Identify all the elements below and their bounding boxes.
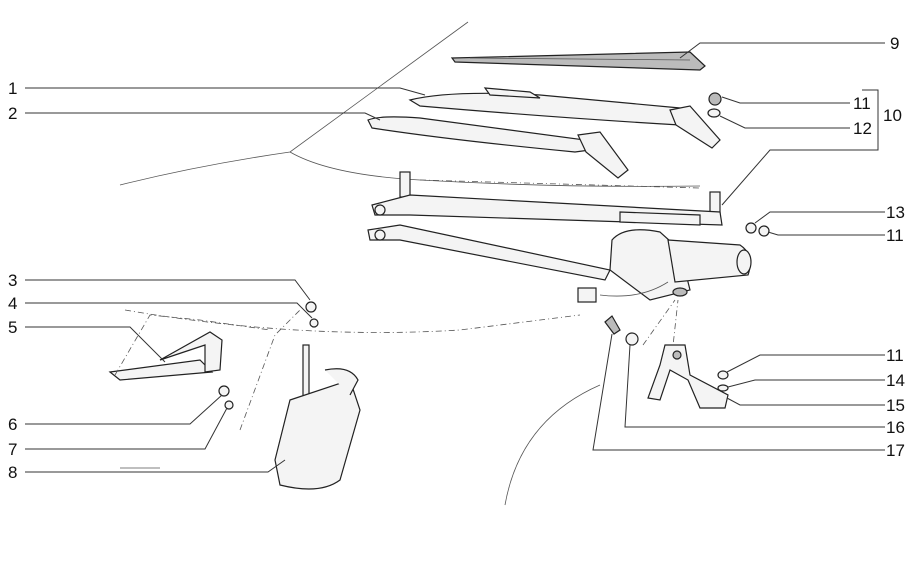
nut-11b xyxy=(758,225,770,237)
nut-11 xyxy=(708,92,722,106)
callout-11: 11 xyxy=(853,94,871,113)
nut-11c xyxy=(717,370,729,380)
washer-4 xyxy=(309,318,319,328)
wiper-linkage xyxy=(367,171,723,281)
washer-16 xyxy=(625,332,639,346)
callout-15: 15 xyxy=(886,396,905,415)
callout-6: 6 xyxy=(8,415,17,434)
callout-9: 9 xyxy=(890,34,899,53)
washer-12 xyxy=(707,108,721,118)
rear-wiper-motor xyxy=(274,344,361,490)
nut-6 xyxy=(218,385,230,397)
wiper-blade-front xyxy=(450,51,706,71)
callout-10: 10 xyxy=(883,106,902,125)
callout-11: 11 xyxy=(886,346,904,365)
callout-13: 13 xyxy=(886,203,905,222)
callout-16: 16 xyxy=(886,418,905,437)
wiper-arm-2 xyxy=(367,116,629,179)
callout-14: 14 xyxy=(886,371,905,390)
bracket-15 xyxy=(647,344,729,409)
callout-8: 8 xyxy=(8,463,17,482)
callout-4: 4 xyxy=(8,294,17,313)
washer-13 xyxy=(745,222,757,234)
callout-12: 12 xyxy=(853,119,872,138)
rear-wiper-arm xyxy=(108,314,271,381)
nut-3 xyxy=(305,301,317,313)
callout-7: 7 xyxy=(8,440,17,459)
callout-3: 3 xyxy=(8,271,17,290)
callout-1: 1 xyxy=(8,79,17,98)
leader-lines xyxy=(25,42,885,473)
callout-11: 11 xyxy=(886,226,904,245)
wiper-arm-1 xyxy=(408,87,721,149)
washer-7 xyxy=(224,400,234,410)
callout-5: 5 xyxy=(8,318,17,337)
bolt-17 xyxy=(604,315,621,335)
wiper-motor-front xyxy=(577,229,752,303)
callout-17: 17 xyxy=(886,441,905,460)
washer-14 xyxy=(717,384,729,392)
callout-2: 2 xyxy=(8,104,17,123)
car-body-outline xyxy=(119,21,701,506)
